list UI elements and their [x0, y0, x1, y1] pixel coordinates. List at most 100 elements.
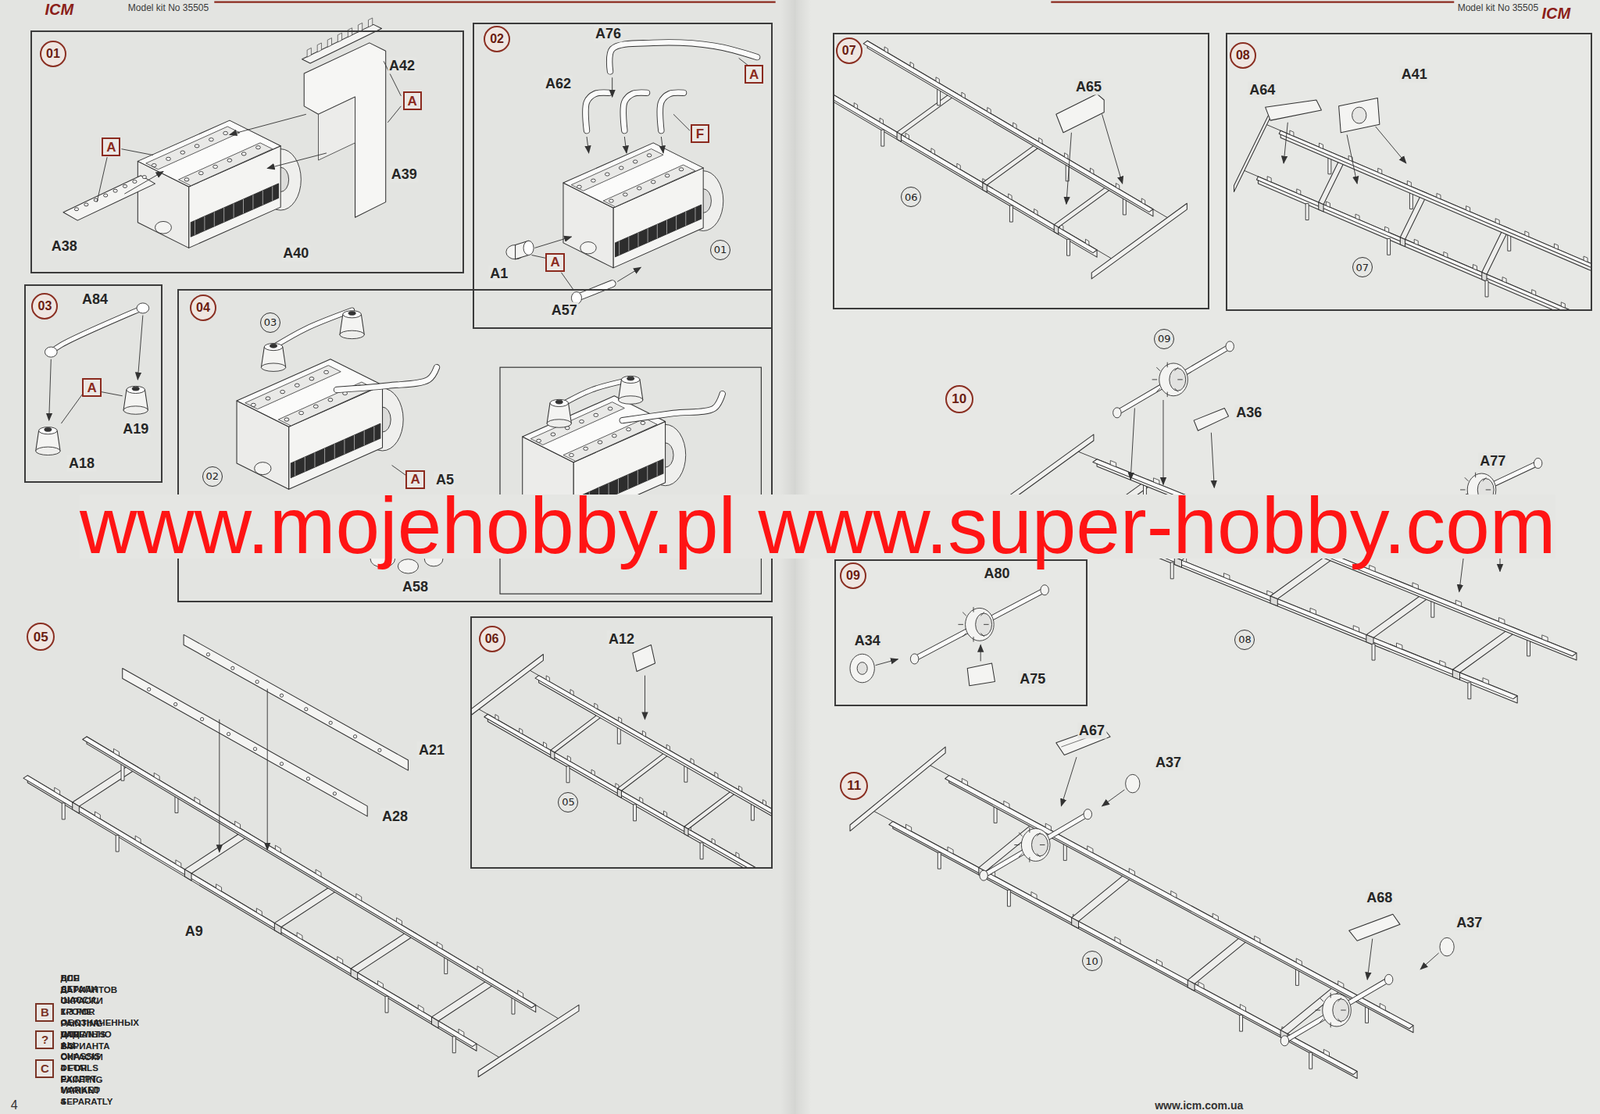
- part-outline: [1187, 980, 1195, 992]
- part-outline: [935, 77, 940, 84]
- part-outline: [1355, 214, 1360, 220]
- part-outline: [603, 164, 696, 208]
- part-outline: [82, 736, 536, 1008]
- step-02-art: [506, 42, 758, 304]
- part-number: A42: [387, 57, 417, 74]
- part-outline: [1122, 198, 1126, 215]
- leader-line: [627, 475, 629, 490]
- part-outline: [1369, 564, 1375, 572]
- part-outline: [63, 175, 156, 221]
- part-outline: [714, 771, 718, 779]
- part-detail: [664, 174, 670, 178]
- subassembly-number: 08: [1238, 634, 1252, 645]
- leader-line: [304, 457, 306, 472]
- part-outline: [175, 796, 179, 814]
- leader-line: [666, 220, 668, 235]
- subassembly-number: 07: [1355, 262, 1369, 273]
- part-number: A28: [380, 807, 410, 825]
- part-outline: [452, 1036, 456, 1054]
- part-outline: [853, 103, 858, 110]
- pipe-outline: [660, 92, 684, 132]
- part-detail: [309, 377, 315, 381]
- subassembly-number: 02: [205, 471, 219, 482]
- part-detail: [1021, 828, 1050, 862]
- assembly-arrow: [534, 236, 572, 248]
- step-08-art: [1233, 97, 1591, 311]
- pipe-outline: [576, 283, 613, 298]
- part-detail: [342, 310, 362, 318]
- part-outline: [471, 653, 543, 726]
- step-number: 06: [478, 625, 506, 653]
- assembly-arrow: [137, 315, 143, 380]
- part-outline: [114, 748, 120, 756]
- step-number-circle: 05: [26, 622, 55, 651]
- part-outline: [567, 755, 571, 762]
- part-outline: [1170, 562, 1174, 579]
- part-outline: [889, 821, 1358, 1075]
- step-number: 11: [846, 778, 861, 793]
- leader-line: [1153, 209, 1168, 218]
- part-outline: [236, 359, 383, 428]
- part-outline: [184, 869, 192, 881]
- part-outline: [1542, 635, 1548, 642]
- part-detail: [328, 721, 333, 725]
- leader-line: [617, 478, 619, 493]
- leader-line: [973, 607, 975, 613]
- step-06-art: [471, 644, 772, 868]
- part-number: A1: [488, 265, 510, 283]
- part-detail: [313, 404, 318, 408]
- part-detail: [198, 171, 204, 175]
- part-outline: [1034, 208, 1038, 215]
- leader-line: [373, 426, 375, 442]
- part-outline: [396, 917, 403, 925]
- part-detail: [132, 180, 137, 184]
- part-outline: [1310, 607, 1316, 615]
- part-number: A34: [853, 632, 883, 650]
- part-detail: [1384, 974, 1393, 985]
- part-outline: [1353, 625, 1359, 633]
- part-detail: [618, 166, 624, 170]
- part-outline: [1224, 573, 1230, 580]
- part-outline: [1412, 582, 1418, 590]
- leader-line: [476, 1043, 500, 1058]
- part-detail: [284, 417, 290, 422]
- part-outline: [1087, 846, 1093, 854]
- part-outline: [1053, 183, 1115, 227]
- part-detail: [332, 792, 336, 796]
- leader-line: [1096, 250, 1111, 259]
- leader-line: [1036, 832, 1041, 837]
- part-outline: [1267, 176, 1272, 183]
- part-outline: [1338, 981, 1344, 989]
- part-outline: [1296, 189, 1301, 195]
- leader-line: [324, 448, 325, 464]
- part-detail: [84, 203, 89, 207]
- leader-line: [685, 211, 686, 226]
- part-detail: [328, 398, 333, 402]
- leader-line: [1174, 388, 1179, 393]
- part-outline: [1325, 201, 1330, 208]
- leader-line: [637, 470, 639, 485]
- part-outline: [1482, 272, 1487, 283]
- part-detail: [1169, 368, 1186, 392]
- part-outline: [591, 769, 595, 776]
- step-panel: 03A: [24, 284, 162, 483]
- leader-line: [1315, 1010, 1322, 1011]
- assembly-arrow: [124, 171, 164, 194]
- part-outline: [663, 810, 667, 818]
- part-outline: [137, 120, 281, 187]
- part-outline: [318, 96, 356, 161]
- part-detail: [618, 396, 643, 404]
- part-number: A75: [1017, 670, 1047, 687]
- legend-code: ?: [41, 1033, 49, 1046]
- part-outline: [1400, 237, 1405, 247]
- part-outline: [937, 852, 941, 869]
- part-outline: [1495, 218, 1500, 225]
- part-detail: [550, 432, 556, 436]
- pipe-body: [585, 92, 610, 132]
- subassembly-ref: 08: [1234, 629, 1255, 650]
- part-number: A68: [1364, 889, 1394, 907]
- part-outline: [356, 893, 362, 901]
- part-detail: [35, 446, 61, 455]
- watermark: www.mojehobby.pl www.super-hobby.com: [79, 494, 1557, 558]
- part-detail: [546, 419, 572, 428]
